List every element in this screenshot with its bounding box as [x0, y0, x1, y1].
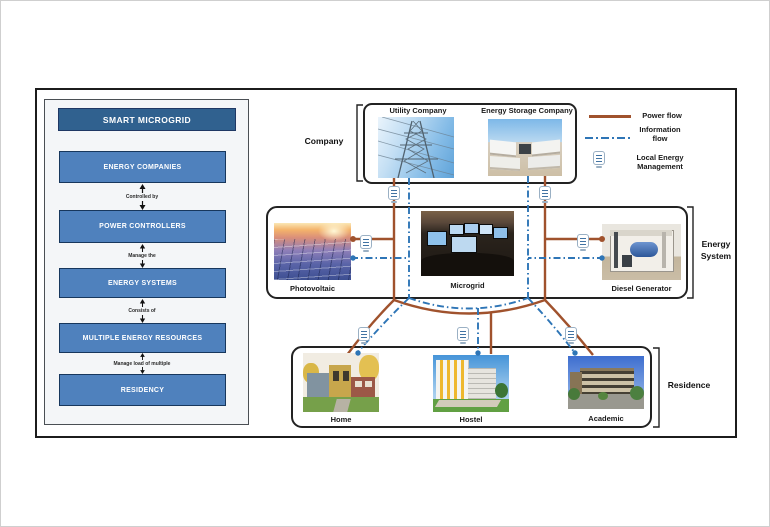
- connector-consists-of: Consists of: [102, 299, 182, 323]
- box-energy-companies: ENERGY COMPANIES: [59, 151, 226, 183]
- generator-photo: [602, 224, 681, 280]
- house-photo: [303, 353, 379, 412]
- arrow-down-icon: [139, 315, 145, 323]
- panel-title: SMART MICROGRID: [58, 108, 236, 131]
- lem-icon-hostel: [457, 327, 469, 344]
- connector-controlled-by: Controlled by: [102, 184, 182, 210]
- energy-system-section-label: Energy System: [700, 239, 732, 261]
- connector-label: Manage load of multiple: [113, 360, 171, 367]
- transmission-tower-photo: [378, 117, 454, 178]
- home-caption: Home: [330, 415, 352, 424]
- apartment-photo: [433, 355, 509, 412]
- box-energy-systems: ENERGY SYSTEMS: [59, 268, 226, 298]
- arrow-up-icon: [139, 184, 145, 193]
- photovoltaic-caption: Photovoltaic: [289, 284, 335, 293]
- connector-manage-the: Manage the: [102, 244, 182, 268]
- diesel-generator-caption: Diesel Generator: [611, 284, 672, 293]
- academic-caption: Academic: [588, 414, 624, 423]
- legend-info-line: [585, 137, 633, 139]
- battery-container-photo: [488, 119, 562, 176]
- tower-graphic: [378, 117, 454, 178]
- arrow-down-icon: [139, 367, 145, 374]
- box-power-controllers: POWER CONTROLLERS: [59, 210, 226, 243]
- legend-lem-icon: [593, 151, 605, 168]
- arrow-up-icon: [139, 244, 145, 252]
- arrow-down-icon: [139, 201, 145, 210]
- arrow-down-icon: [139, 260, 145, 268]
- box-multiple-energy-resources: MULTIPLE ENERGY RESOURCES: [59, 323, 226, 353]
- campus-building-photo: [568, 356, 644, 409]
- connector-label: Manage the: [128, 253, 156, 259]
- connector-label: Controlled by: [125, 194, 159, 200]
- lem-icon-academic: [565, 327, 577, 344]
- lem-icon-storage: [539, 186, 551, 203]
- microgrid-caption: Microgrid: [450, 281, 485, 290]
- arrow-up-icon: [139, 353, 145, 360]
- legend-power-label: Power flow: [642, 111, 682, 120]
- arrow-up-icon: [139, 299, 145, 307]
- box-residency: RESIDENCY: [59, 374, 226, 406]
- connector-manage-load: Manage load of multiple: [102, 353, 182, 374]
- legend-info-label: Information flow: [639, 125, 681, 143]
- company-section-label: Company: [304, 136, 344, 146]
- legend-lem-label: Local Energy Management: [636, 153, 684, 171]
- lem-icon-photovoltaic: [360, 235, 372, 252]
- solar-panel-photo: [274, 223, 351, 280]
- legend-power-line: [589, 115, 631, 118]
- energy-storage-caption: Energy Storage Company: [481, 106, 573, 115]
- utility-company-caption: Utility Company: [389, 106, 447, 115]
- lem-icon-home: [358, 327, 370, 344]
- lem-icon-diesel: [577, 234, 589, 251]
- connector-label: Consists of: [128, 308, 156, 314]
- residence-section-label: Residence: [667, 380, 711, 390]
- lem-icon-utility: [388, 186, 400, 203]
- hostel-caption: Hostel: [459, 415, 483, 424]
- control-room-photo: [421, 211, 514, 276]
